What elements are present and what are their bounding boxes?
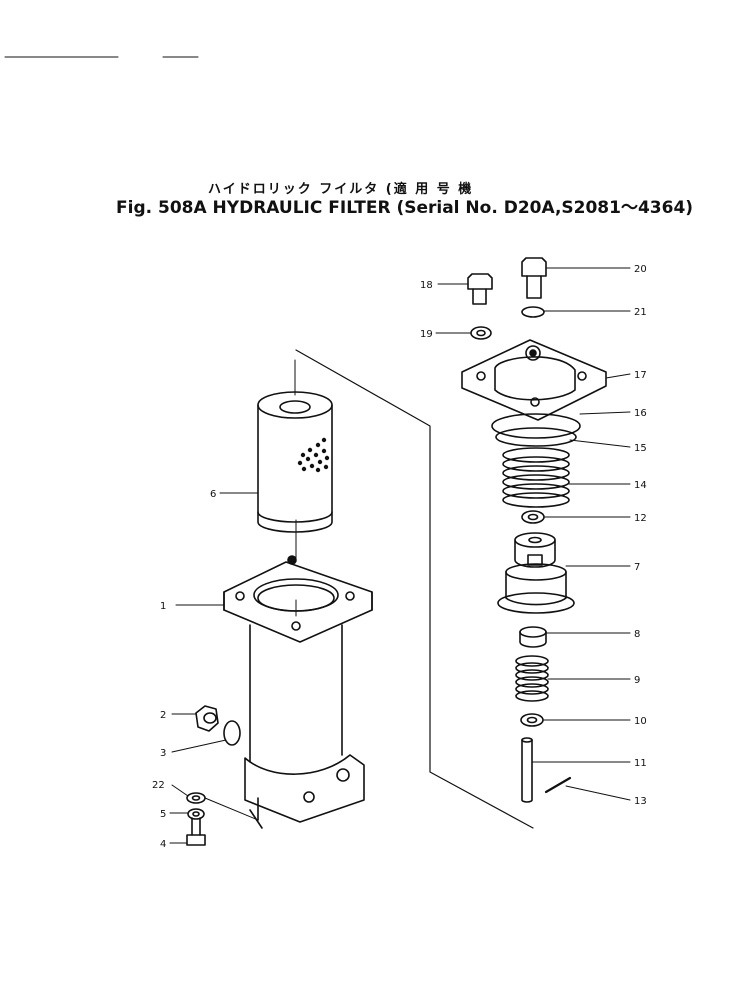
- o-ring-16: [491, 413, 581, 439]
- callout-11: 11: [634, 758, 647, 769]
- bolt-18: [467, 273, 493, 305]
- callout-6: 6: [210, 489, 216, 500]
- drain-plug: [195, 705, 219, 732]
- callout-19: 19: [420, 329, 433, 340]
- o-ring-21: [521, 306, 545, 318]
- cover: [461, 339, 607, 421]
- rod-11: [521, 737, 533, 803]
- callout-8: 8: [634, 629, 640, 640]
- callout-4: 4: [160, 839, 166, 850]
- callout-22: 22: [152, 780, 165, 791]
- callout-18: 18: [420, 280, 433, 291]
- filter-housing: [223, 519, 373, 829]
- bolt-washer-stack: [186, 792, 259, 846]
- callout-16: 16: [634, 408, 647, 419]
- bolt-20: [521, 257, 547, 299]
- washer-12: [521, 510, 545, 524]
- callout-10: 10: [634, 716, 647, 727]
- assembly-guide-line: [295, 349, 534, 829]
- valve-seat-8: [519, 626, 547, 648]
- cotter-pin-13: [544, 776, 572, 794]
- title-japanese: ハイドロリック フイルタ (適 用 号 機: [208, 182, 474, 197]
- callout-12: 12: [634, 513, 647, 524]
- callout-13: 13: [634, 796, 647, 807]
- callout-9: 9: [634, 675, 640, 686]
- callout-14: 14: [634, 480, 647, 491]
- drain-o-ring: [223, 720, 241, 746]
- spring-9: [515, 655, 549, 702]
- gasket-15: [495, 427, 577, 447]
- washer-19: [470, 326, 492, 340]
- callout-7: 7: [634, 562, 640, 573]
- callout-15: 15: [634, 443, 647, 454]
- filter-element: [257, 359, 333, 533]
- callout-2: 2: [160, 710, 166, 721]
- callout-numbers: 1 2 3 22 5 4 6 18 19 20 21 17 16 15 14 1…: [152, 264, 647, 850]
- callout-5: 5: [160, 809, 166, 820]
- washer-10: [520, 713, 544, 727]
- valve-body: [497, 532, 575, 614]
- callout-21: 21: [634, 307, 647, 318]
- callout-17: 17: [634, 370, 647, 381]
- spring-14: [502, 447, 570, 508]
- figure-title: Fig. 508A HYDRAULIC FILTER (Serial No. D…: [116, 198, 694, 218]
- leader-lines: [169, 267, 631, 844]
- callout-20: 20: [634, 264, 647, 275]
- callout-1: 1: [160, 601, 166, 612]
- callout-3: 3: [160, 748, 166, 759]
